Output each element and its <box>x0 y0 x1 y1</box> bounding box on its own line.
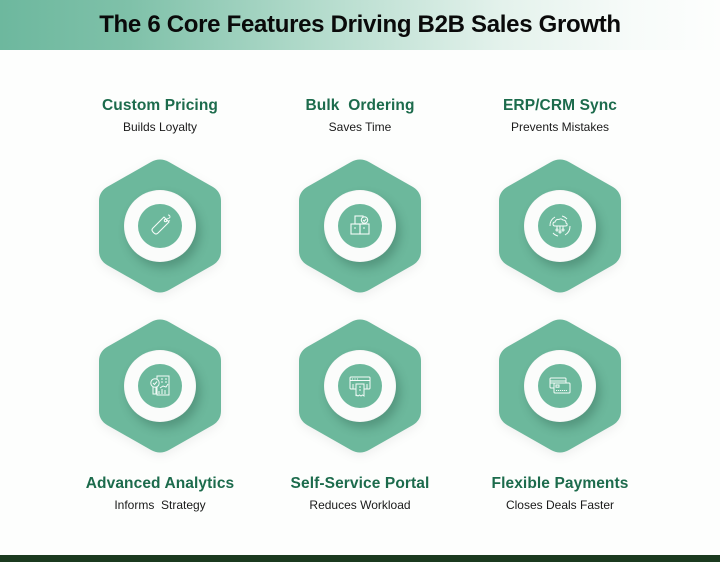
hexagon-advanced-analytics <box>99 318 221 454</box>
footer-bar <box>0 555 720 562</box>
icon-ring <box>324 350 396 422</box>
cloud-sync-icon <box>538 204 582 248</box>
stacked-boxes-check-icon <box>338 204 382 248</box>
feature-title: Custom Pricing <box>102 97 218 114</box>
feature-subtitle: Prevents Mistakes <box>510 120 610 134</box>
icon-ring <box>524 350 596 422</box>
credit-cards-icon <box>538 364 582 408</box>
hexagon-self-service-portal <box>299 318 421 454</box>
feature-title: Flexible Payments <box>491 475 629 492</box>
hexagon-custom-pricing <box>99 158 221 294</box>
header-banner: The 6 Core Features Driving B2B Sales Gr… <box>0 0 720 50</box>
icon-ring <box>124 190 196 262</box>
feature-label-flexible-payments: Flexible Payments Closes Deals Faster <box>460 475 660 512</box>
feature-title: Self-Service Portal <box>290 475 430 492</box>
icon-ring <box>324 190 396 262</box>
feature-label-bulk-ordering: Bulk Ordering Saves Time <box>260 97 460 134</box>
browser-receipt-icon <box>338 364 382 408</box>
hexagon-flexible-payments <box>499 318 621 454</box>
feature-subtitle: Reduces Workload <box>309 498 411 512</box>
feature-title: ERP/CRM Sync <box>502 97 618 114</box>
icon-ring <box>124 350 196 422</box>
hexagon-erp-crm-sync <box>499 158 621 294</box>
feature-label-erp-crm-sync: ERP/CRM Sync Prevents Mistakes <box>460 97 660 134</box>
feature-subtitle: Builds Loyalty <box>122 120 198 134</box>
feature-subtitle: Saves Time <box>328 120 392 134</box>
feature-label-self-service-portal: Self-Service Portal Reduces Workload <box>260 475 460 512</box>
hexagon-bulk-ordering <box>299 158 421 294</box>
feature-title: Advanced Analytics <box>85 475 235 492</box>
feature-subtitle: Informs Strategy <box>114 498 206 512</box>
feature-label-advanced-analytics: Advanced Analytics Informs Strategy <box>60 475 260 512</box>
icon-ring <box>524 190 596 262</box>
price-tag-icon <box>138 204 182 248</box>
feature-label-custom-pricing: Custom Pricing Builds Loyalty <box>60 97 260 134</box>
feature-subtitle: Closes Deals Faster <box>505 498 615 512</box>
page-title: The 6 Core Features Driving B2B Sales Gr… <box>99 11 621 38</box>
feature-title: Bulk Ordering <box>305 97 415 114</box>
analytics-report-icon <box>138 364 182 408</box>
